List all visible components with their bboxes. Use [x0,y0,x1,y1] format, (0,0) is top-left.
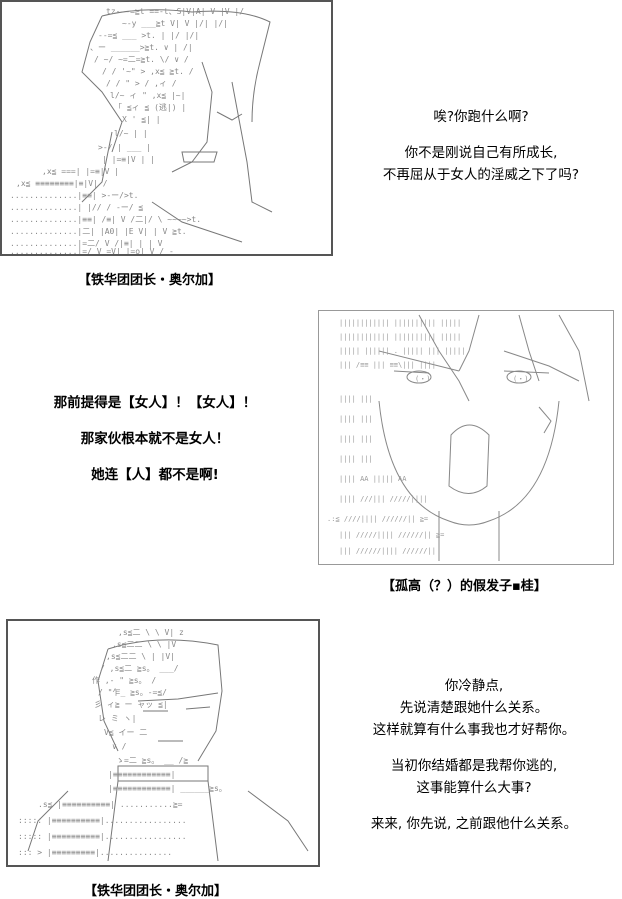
svg-text:..............| |//: ..............| |// / -ー/ ≦ [10,203,143,212]
svg-text:|||||||||||| ||||||||||: |||||||||||| |||||||||| ||||| [339,319,461,327]
svg-text:,x≦ ===| |=≡|V |: ,x≦ ===| |=≡|V | [42,167,119,176]
dialog-line: 你冷静点, [444,678,504,694]
svg-text:..............|≡≡| /≡| V /二|: ..............|≡≡| /≡| V /二|/ \ ~~~~>t. [10,215,201,224]
svg-text:彡 ィ≧ ー ャッ ≦|: 彡 ィ≧ ー ャッ ≦| [94,700,168,709]
panel2-caption: 【孤高（？）的假发子▪桂】 [382,579,547,594]
svg-text:| |=≡|V | |: | |=≡|V | | [102,155,155,164]
svg-text:.s≦ |≡≡≡≡≡≡≡≡≡≡| ..........: .s≦ |≡≡≡≡≡≡≡≡≡≡| ...........≧= [38,800,183,809]
svg-text:::: > |≡≡≡≡≡≡≡≡≡|...........: ::: > |≡≡≡≡≡≡≡≡≡|............... [18,848,172,857]
svg-text:|||| AA ||||| AA: |||| AA ||||| AA [339,475,407,483]
orga-art-panel-bottom: ,s≦二 \ \ V| z ,s≦二二 \ \ |V ,s≦二二 \ | |V|… [6,619,320,867]
dialog-line: 你不是刚说自己有所成长, [404,145,558,161]
dialog-line: 那前提得是【女人】！【女人】！ [53,395,257,411]
svg-text:|||||||||||| ||||||||||: |||||||||||| |||||||||| ||||| [339,333,461,341]
svg-text:::::: |≡≡≡≡≡≡≡≡≡≡|...........: ::::: |≡≡≡≡≡≡≡≡≡≡|................. [18,816,187,825]
svg-text:>-/ | ___ |: >-/ | ___ | [98,143,151,152]
svg-text:..............|=/ V =V| |=o|: ..............|=/ V =V| |=o| V / - [10,247,174,256]
dialog-line: 唉?你跑什么啊? [433,109,529,125]
svg-text:ゝ=二 ≧s。 __ /≧: ゝ=二 ≧s。 __ /≧ [116,756,188,765]
svg-text:l/~ | |: l/~ | | [114,129,148,138]
panel1-dialog: 唉?你跑什么啊? 你不是刚说自己有所成长, 不再屈从于女人的淫威之下了吗? [340,106,622,186]
svg-text:|||| |||: |||| ||| [339,435,373,443]
svg-text:||| //////|||| //////||: ||| //////|||| //////|| [339,547,436,555]
panel2-dialog: 那前提得是【女人】！【女人】！ 那家伙根本就不是女人！ 她连【人】都不是啊! [10,392,300,486]
svg-text:∨ /: ∨ / [112,742,127,751]
panel3-dialog: 你冷静点, 先说清楚跟她什么关系。 这样就算有什么事我也才好帮你。 当初你结婚都… [326,675,622,835]
svg-text:|||| ///||| /////||||: |||| ///||| /////|||| [339,495,428,503]
svg-text:..............|=二/ V /|≡| | |: ..............|=二/ V /|≡| | | V [10,239,163,248]
svg-text:..............|≡≡| >: ..............|≡≡| >-ー/>t. [10,191,138,200]
svg-text:/ / " > / ,ィ /: / / " > / ,ィ / [106,79,177,88]
svg-text:,x≦ ≡≡≡≡≡≡≡≡|≡|V|: ,x≦ ≡≡≡≡≡≡≡≡|≡|V| / [16,179,108,188]
dialog-line: 那家伙根本就不是女人！ [80,431,230,447]
svg-text:、ー ______>≧t. ∨ | /|: 、ー ______>≧t. ∨ | /| [90,43,193,52]
svg-text:tz---=≧t ==-t、S|V|A| V |V |/: tz---=≧t ==-t、S|V|A| V |V |/ [106,7,244,16]
svg-text:|||| |||: |||| ||| [339,395,373,403]
panel3-caption: 【铁华团团长・奥尔加】 [84,884,228,899]
svg-text:,s≦二二 \ | |V|: ,s≦二二 \ | |V| [106,652,175,661]
dialog-line: 这样就算有什么事我也才好帮你。 [372,722,576,738]
svg-text:/ "乍_ ≧s。-=≦/: / "乍_ ≧s。-=≦/ [98,687,167,697]
svg-text:,s≦二 \ \ V| z: ,s≦二 \ \ V| z [118,628,184,637]
svg-text:(・): (・) [415,375,430,383]
svg-text:/ / '~" > ,x≦ ≧t. /: / / '~" > ,x≦ ≧t. / [102,67,194,76]
svg-text:|≡≡≡≡≡≡≡≡≡≡≡≡|: |≡≡≡≡≡≡≡≡≡≡≡≡| [108,770,175,779]
orga-ascii-portrait-2: ,s≦二 \ \ V| z ,s≦二二 \ \ |V ,s≦二二 \ | |V|… [18,628,309,862]
svg-text:||| /////|||| //////|| ≧: ||| /////|||| //////|| ≧= [339,531,444,539]
dialog-line: 先说清楚跟她什么关系。 [399,700,549,716]
orga-art-panel-top: tz---=≧t ==-t、S|V|A| V |V |/ ~-y ___≧t V… [0,0,333,256]
svg-text:「 ≦ィ ≦ (逃|) |: 「 ≦ィ ≦ (逃|) | [114,102,186,112]
svg-text:/ ~/ ~=二=≧t. \/ ∨ /: / ~/ ~=二=≧t. \/ ∨ / [94,55,189,64]
svg-text:||| /≡≡ ||| ≡≡\||| ||||: ||| /≡≡ ||| ≡≡\||| |||| [339,361,436,369]
svg-text:作 ,- " ≧s。 /: 作 ,- " ≧s。 / [92,675,156,685]
svg-text:V≦ イー 二: V≦ イー 二 [104,728,147,737]
svg-text:--=≦ ___ >t. | |/ |/|: --=≦ ___ >t. | |/ |/| [98,31,199,40]
svg-text:~-y ___≧t V| V |/| |/|: ~-y ___≧t V| V |/| |/| [122,19,228,28]
svg-text:/ ,s≦二 ≧s。 ___/: / ,s≦二 ≧s。 ___/ [100,664,179,673]
svg-text:|||| |||: |||| ||| [339,455,373,463]
svg-text:::::: |≡≡≡≡≡≡≡≡≡≡|...........: ::::: |≡≡≡≡≡≡≡≡≡≡|................. [18,832,187,841]
dialog-line: 不再屈从于女人的淫威之下了吗? [382,167,580,183]
svg-text:,s≦二二 \ \ |V: ,s≦二二 \ \ |V [112,640,176,649]
dialog-line: 她连【人】都不是啊! [91,467,219,483]
dialog-line: 来来, 你先说, 之前跟他什么关系。 [370,816,578,832]
dialog-line: 当初你结婚都是我帮你逃的, [390,758,558,774]
dialog-line: 这事能算什么大事? [416,780,532,796]
svg-text:|≡≡≡≡≡≡≡≡≡≡≡≡| ______≧s。: |≡≡≡≡≡≡≡≡≡≡≡≡| ______≧s。 [108,784,227,793]
svg-text:(・): (・) [513,375,528,383]
svg-text:レ ミ ヽ|: レ ミ ヽ| [98,714,136,723]
katsura-ascii-portrait: |||||||||||| |||||||||| ||||| ||||||||||… [327,314,590,561]
svg-text:l/~ ィ " ,x≦ |~|: l/~ ィ " ,x≦ |~| [110,91,185,100]
orga-ascii-portrait: tz---=≧t ==-t、S|V|A| V |V |/ ~-y ___≧t V… [10,7,273,256]
svg-text:||||| |||||| . ||||| |||: ||||| |||||| . ||||| ||| ||||| [339,347,465,355]
svg-text:X ' ≦| |: X ' ≦| | [122,115,161,124]
svg-text:|||| |||: |||| ||| [339,415,373,423]
panel1-caption: 【铁华团团长・奥尔加】 [78,273,222,288]
svg-text:.:≦ ////|||| //////|| ≧: .:≦ ////|||| //////|| ≧= [327,515,428,523]
svg-text:..............|二| |A0| |E V|: ..............|二| |A0| |E V| | V ≧t. [10,227,187,236]
katsura-art-panel: |||||||||||| |||||||||| ||||| ||||||||||… [318,310,614,565]
